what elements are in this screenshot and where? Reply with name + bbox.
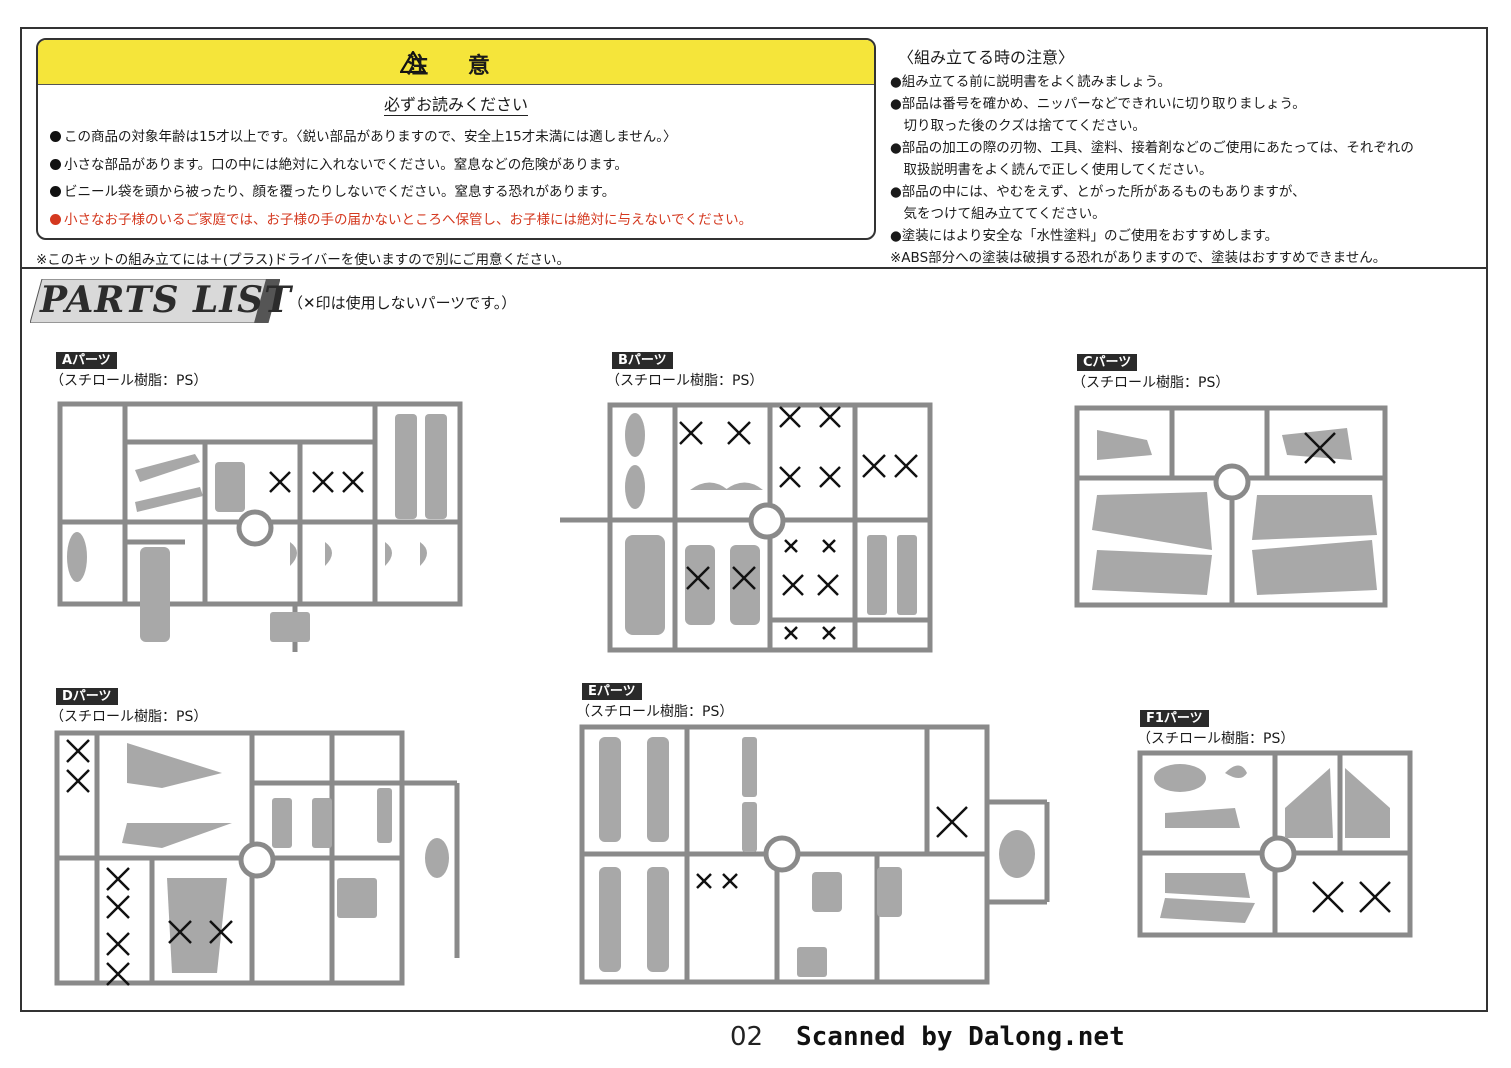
- runner-f1-diagram: [1137, 750, 1413, 938]
- assembly-line: 気をつけて組み立ててください。: [890, 206, 1106, 222]
- cross-mark-icon: [696, 806, 968, 889]
- scan-credit: Scanned by Dalong.net: [796, 1022, 1125, 1052]
- section-label-c: Cパーツ: [1077, 354, 1138, 371]
- caution-box: 注 意 必ずお読みください この商品の対象年齢は15才以上です。〈鋭い部品があり…: [36, 38, 876, 240]
- assembly-line: 取扱説明書をよく読んで正しく使用してください。: [890, 162, 1213, 178]
- bullet-dot-icon: [50, 131, 61, 142]
- section-material-a: （スチロール樹脂：PS）: [50, 373, 208, 389]
- caution-subtitle: 必ずお読みください: [383, 95, 528, 116]
- assembly-line: ●部品の中には、やむをえず、とがった所があるものもありますが、: [890, 184, 1306, 200]
- page-frame: [20, 27, 1488, 1012]
- assembly-line: ●部品は番号を確かめ、ニッパーなどできれいに切り取りましょう。: [890, 96, 1306, 112]
- parts-list-title: PARTS LIST: [40, 279, 292, 321]
- cross-mark-icon: [269, 471, 364, 493]
- section-material-b: （スチロール樹脂：PS）: [606, 373, 764, 389]
- assembly-title: 〈組み立てる時の注意〉: [898, 48, 1075, 67]
- section-label-f1: F1パーツ: [1140, 710, 1209, 727]
- caution-line: ビニール袋を頭から被ったり、顔を覆ったりしないでください。窒息する恐れがあります…: [50, 180, 615, 200]
- page-number: 02: [730, 1022, 764, 1052]
- cross-mark-icon: [66, 739, 233, 986]
- section-divider: [20, 267, 1488, 269]
- caution-line: この商品の対象年齢は15才以上です。〈鋭い部品がありますので、安全上15才未満に…: [50, 125, 677, 145]
- runner-f1: [1135, 748, 1417, 948]
- assembly-line: ※ABS部分への塗装は破損する恐れがありますので、塗装はおすすめできません。: [890, 250, 1387, 266]
- runner-d-diagram: [54, 730, 460, 986]
- section-label-b: Bパーツ: [612, 352, 673, 369]
- section-material-d: （スチロール樹脂：PS）: [50, 709, 208, 725]
- assembly-line: 切り取った後のクズは捨ててください。: [890, 118, 1146, 134]
- runner-c: [1072, 400, 1392, 610]
- section-material-c: （スチロール樹脂：PS）: [1072, 375, 1230, 391]
- cross-mark-icon: [1304, 432, 1336, 464]
- cross-mark-icon: [679, 406, 918, 640]
- section-label-d: Dパーツ: [56, 688, 118, 705]
- kit-note: ※このキットの組み立てには＋(プラス)ドライバーを使いますので別にご用意ください…: [36, 252, 571, 268]
- runner-e: [577, 722, 1052, 990]
- runner-b: [555, 395, 960, 657]
- parts-list-note: （✕印は使用しないパーツです。）: [288, 294, 517, 312]
- bullet-dot-icon: [50, 214, 61, 225]
- runner-a: [55, 392, 465, 660]
- warning-triangle-icon: [400, 51, 426, 73]
- section-material-e: （スチロール樹脂：PS）: [576, 704, 734, 720]
- bullet-dot-icon: [50, 159, 61, 170]
- parts-list-banner: [30, 279, 280, 323]
- caution-title: 注 意: [406, 54, 506, 79]
- section-label-e: Eパーツ: [582, 683, 642, 700]
- assembly-line: ●塗装にはより安全な「水性塗料」のご使用をおすすめします。: [890, 228, 1279, 244]
- bullet-dot-icon: [50, 186, 61, 197]
- section-material-f1: （スチロール樹脂：PS）: [1137, 731, 1295, 747]
- runner-d: [52, 728, 464, 990]
- cross-mark-icon: [1312, 881, 1391, 913]
- assembly-line: ●組み立てる前に説明書をよく読みましょう。: [890, 74, 1171, 90]
- caution-warning-line: 小さなお子様のいるご家庭では、お子様の手の届かないところへ保管し、お子様には絶対…: [50, 208, 752, 228]
- runner-b-diagram: [560, 402, 933, 653]
- runner-e-diagram: [579, 724, 1050, 985]
- caution-header: 注 意: [38, 40, 874, 85]
- caution-line: 小さな部品があります。口の中には絶対に入れないでください。窒息などの危険がありま…: [50, 153, 628, 173]
- runner-a-diagram: [57, 401, 463, 652]
- section-label-a: Aパーツ: [56, 352, 117, 369]
- assembly-line: ●部品の加工の際の刃物、工具、塗料、接着剤などのご使用にあたっては、それぞれの: [890, 140, 1414, 156]
- runner-c-diagram: [1074, 405, 1388, 608]
